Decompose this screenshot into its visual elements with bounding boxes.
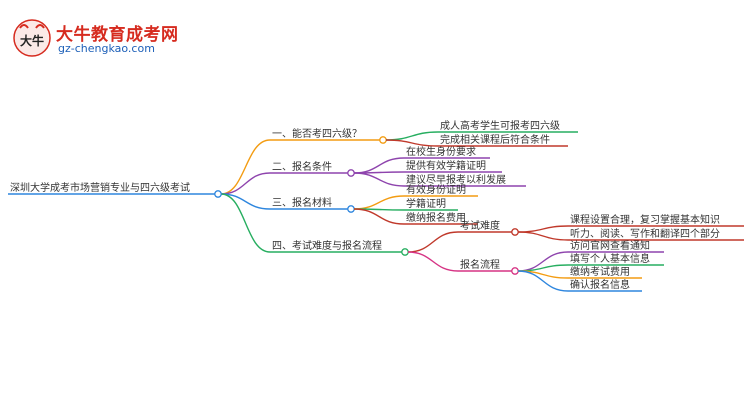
branch-connector-2 xyxy=(220,172,271,195)
branch-connector-4 xyxy=(220,193,271,253)
ox-logo-icon: 大牛 xyxy=(13,19,51,57)
sub-leaf-2-4: 确认报名信息 xyxy=(570,278,630,291)
leaf-3-2: 学籍证明 xyxy=(406,197,446,210)
branch-1-node xyxy=(379,136,387,144)
leaf-connector-3-1 xyxy=(353,195,405,210)
leaf-connector-3-3 xyxy=(353,208,405,225)
sub-leaf-connector-2-4 xyxy=(517,270,569,292)
leaf-2-3: 建议尽早报考以利发展 xyxy=(406,173,506,186)
logo-title: 大牛教育成考网 xyxy=(56,25,179,45)
leaf-connector-1-1 xyxy=(385,131,439,141)
sub-leaf-connector-1-2 xyxy=(517,231,569,241)
branch-3-node xyxy=(347,205,355,213)
leaf-connector-2-1 xyxy=(353,157,405,174)
leaf-3-1: 有效身份证明 xyxy=(406,183,466,196)
root-topic: 深圳大学成考市场营销专业与四六级考试 xyxy=(10,181,190,194)
leaf-2-1: 在校生身份要求 xyxy=(406,145,476,158)
sub-leaf-1-2: 听力、阅读、写作和翻译四个部分 xyxy=(570,227,720,240)
sub-leaf-connector-1-1 xyxy=(517,225,569,233)
branch-4-node xyxy=(401,248,409,256)
sub-leaf-2-2: 填写个人基本信息 xyxy=(570,252,650,265)
leaf-3-3: 缴纳报名费用 xyxy=(406,211,466,224)
branch-2-node xyxy=(347,169,355,177)
logo-url: gz-chengkao.com xyxy=(58,42,155,55)
sub-leaf-1-1: 课程设置合理，复习掌握基本知识 xyxy=(570,213,720,226)
site-logo[interactable]: 大牛 大牛教育成考网 gz-chengkao.com xyxy=(12,18,178,58)
branch-4: 四、考试难度与报名流程 xyxy=(272,239,382,252)
leaf-connector-2-3 xyxy=(353,172,405,187)
leaf-1-2: 完成相关课程后符合条件 xyxy=(440,133,550,146)
branch-3: 三、报名材料 xyxy=(272,196,332,209)
logo-mark-text: 大牛 xyxy=(20,33,44,48)
branch-2: 二、报名条件 xyxy=(272,160,332,173)
sub-leaf-connector-2-2 xyxy=(517,264,569,272)
leaf-2-2: 提供有效学籍证明 xyxy=(406,159,486,172)
sub-branch-1: 考试难度 xyxy=(460,219,500,232)
root-node xyxy=(214,190,222,198)
sub-leaf-2-3: 缴纳考试费用 xyxy=(570,265,630,278)
leaf-1-1: 成人高考学生可报考四六级 xyxy=(440,119,560,132)
sub-branch-2-node xyxy=(511,267,519,275)
sub-branch-2: 报名流程 xyxy=(460,258,500,271)
branch-connector-1 xyxy=(220,139,271,195)
sub-connector-1 xyxy=(407,231,459,253)
sub-connector-2 xyxy=(407,251,459,272)
leaf-connector-1-2 xyxy=(385,139,439,147)
branch-1: 一、能否考四六级？ xyxy=(272,127,362,140)
sub-leaf-2-1: 访问官网查看通知 xyxy=(570,239,650,252)
sub-branch-1-node xyxy=(511,228,519,236)
